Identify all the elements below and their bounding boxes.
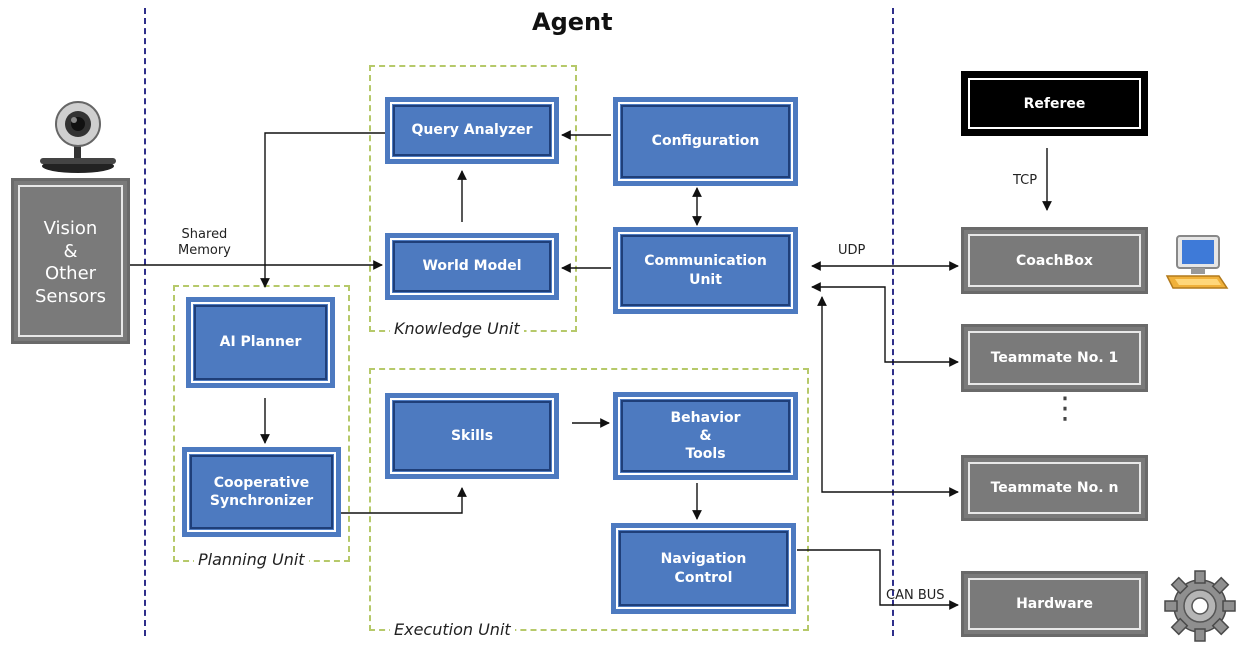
planning-unit-label: Planning Unit [194, 550, 309, 569]
query-analyzer-block: Query Analyzer [385, 97, 559, 164]
communication-unit-block: Communication Unit [613, 227, 798, 314]
sensors-block: Vision & Other Sensors [11, 178, 130, 344]
ai-planner-block: AI Planner [186, 297, 335, 388]
tcp-label: TCP [1013, 173, 1038, 188]
execution-unit-label: Execution Unit [390, 620, 515, 639]
gear-icon [1164, 570, 1236, 642]
execution-unit-box [369, 368, 809, 631]
computer-icon [1165, 235, 1229, 289]
webcam-icon [40, 101, 116, 173]
cooperative-synchronizer-block: Cooperative Synchronizer [182, 447, 341, 537]
shared-memory-label: Shared Memory [178, 227, 231, 259]
navigation-control-block: Navigation Control [611, 523, 796, 614]
hardware-block: Hardware [961, 571, 1148, 637]
teammate-1-block: Teammate No. 1 [961, 324, 1148, 392]
knowledge-unit-label: Knowledge Unit [390, 319, 524, 338]
referee-block: Referee [961, 71, 1148, 136]
teammate-n-block: Teammate No. n [961, 455, 1148, 521]
diagram-title: Agent [532, 8, 613, 36]
teammate-ellipsis: ⋮ [1050, 391, 1080, 426]
left-separator [144, 8, 146, 636]
skills-block: Skills [385, 393, 559, 479]
behavior-tools-block: Behavior & Tools [613, 392, 798, 480]
world-model-block: World Model [385, 233, 559, 300]
configuration-block: Configuration [613, 97, 798, 186]
can-bus-label: CAN BUS [886, 588, 945, 603]
udp-label: UDP [838, 243, 866, 258]
coachbox-block: CoachBox [961, 227, 1148, 294]
